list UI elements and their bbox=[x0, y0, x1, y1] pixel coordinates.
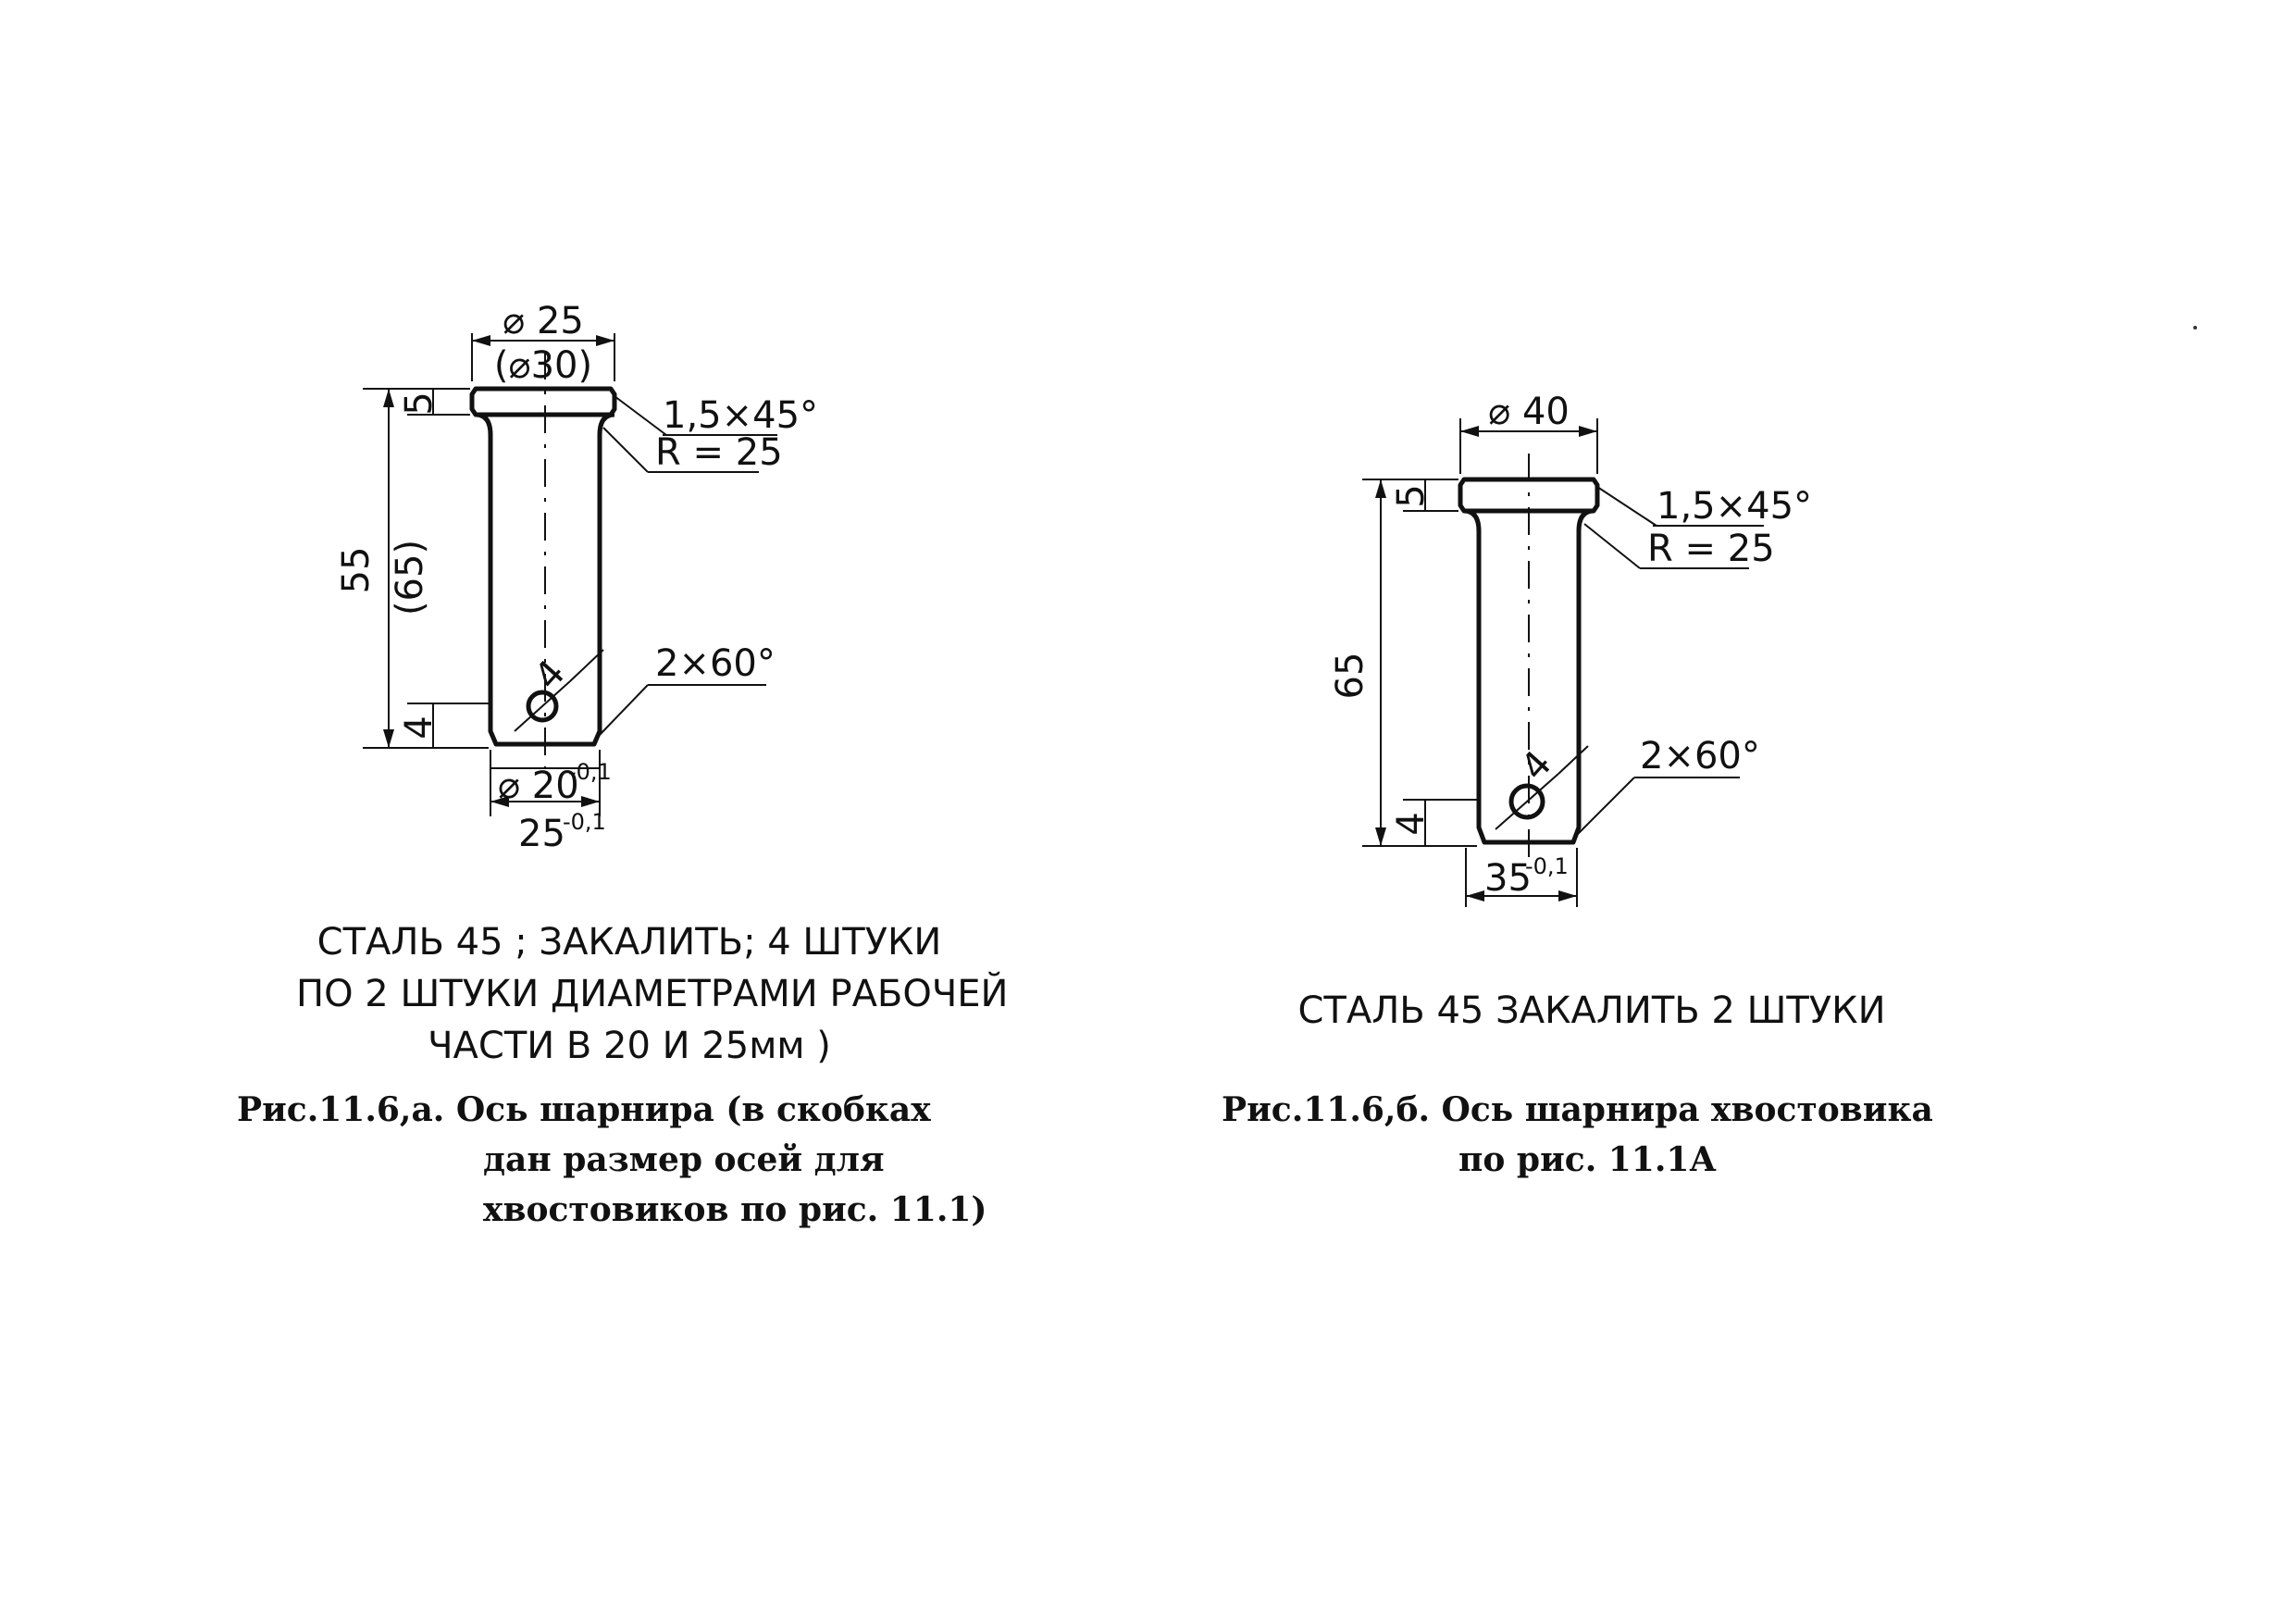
pin-a-caption: Рис.11.6,а. Ось шарнира (в скобках дан р… bbox=[237, 1085, 987, 1235]
scan-dot bbox=[2193, 326, 2197, 330]
pin-a-head bbox=[469, 386, 617, 417]
pin-b-caption-line-1: Ось шарнира хвостовика bbox=[1441, 1090, 1933, 1129]
pin-b-dim-shaft-dia-tol: -0,1 bbox=[1525, 853, 1569, 879]
pin-b-dim-hole-dia: 4 bbox=[1513, 742, 1560, 789]
pin-a-dim-shaft-dia-alt-tol: -0,1 bbox=[563, 809, 606, 835]
pin-b-dim-chamfer: 1,5×45° bbox=[1657, 485, 1812, 528]
pin-a-dim-shaft-dia: ⌀ 20 bbox=[498, 765, 579, 807]
pin-a-dim-chamfer: 1,5×45° bbox=[663, 394, 818, 437]
pin-a-note-line-2: ПО 2 ШТУКИ ДИАМЕТРАМИ РАБОЧЕЙ bbox=[296, 973, 1009, 1015]
pin-a-material-note: СТАЛЬ 45 ; ЗАКАЛИТЬ; 4 ШТУКИ ПО 2 ШТУКИ … bbox=[296, 916, 1009, 1072]
pin-b-caption-line-2: по рис. 11.1А bbox=[1458, 1140, 1717, 1179]
pin-b-dim-length: 65 bbox=[1329, 653, 1371, 700]
pin-a-hole-leader bbox=[514, 680, 571, 732]
pin-a-caption-line-2: дан размер осей для bbox=[483, 1140, 885, 1179]
pin-a-caption-label: Рис.11.6,а. bbox=[237, 1090, 445, 1129]
pin-a-dim-length: 55 bbox=[335, 547, 378, 594]
pin-b-hole bbox=[1508, 783, 1545, 820]
pin-b-hole-leader bbox=[1495, 773, 1559, 830]
pin-a-dim-end-chamfer: 2×60° bbox=[655, 642, 776, 685]
pin-a-caption-line-1: Ось шарнира (в скобках bbox=[455, 1090, 931, 1129]
pin-b-dim-hole-offset: 4 bbox=[1390, 812, 1433, 835]
pin-a-note-line-3: ЧАСТИ В 20 И 25мм ) bbox=[428, 1025, 831, 1067]
pin-a-hole bbox=[526, 690, 559, 723]
pin-a-note-line-1: СТАЛЬ 45 ; ЗАКАЛИТЬ; 4 ШТУКИ bbox=[316, 921, 942, 964]
pin-b-drawing: ⌀ 40 1,5×45° R = 25 5 65 4 4 2×60° bbox=[1329, 391, 1812, 907]
pin-a-dim-hole-offset: 4 bbox=[398, 715, 441, 739]
pin-a-caption-line-3: хвостовиков по рис. 11.1) bbox=[483, 1190, 987, 1229]
pin-b-dim-diameter-top: ⌀ 40 bbox=[1488, 391, 1570, 433]
pin-a-dim-hole-dia: 4 bbox=[527, 652, 574, 698]
pin-a-dim-diameter-top: ⌀ 25 bbox=[503, 300, 584, 342]
pin-a-dim-shaft-dia-alt: 25 bbox=[518, 813, 565, 855]
pin-b-dim-head-height: 5 bbox=[1390, 484, 1433, 507]
pin-a-drawing: ⌀ 25 (⌀30) 1,5×45° R = 25 5 55 (65) 4 4 bbox=[335, 300, 818, 855]
pin-b-dim-end-chamfer: 2×60° bbox=[1640, 735, 1760, 777]
pin-b-dim-shaft-dia: 35 bbox=[1484, 857, 1532, 900]
pin-a-dim-length-alt: (65) bbox=[389, 540, 431, 616]
pin-b-caption: Рис.11.6,б. Ось шарнира хвостовика по ри… bbox=[1222, 1085, 1933, 1185]
pin-a-dim-radius: R = 25 bbox=[655, 431, 783, 474]
pin-b-caption-label: Рис.11.6,б. bbox=[1222, 1090, 1430, 1129]
pin-b-dim-radius: R = 25 bbox=[1647, 528, 1775, 570]
pin-b-material-note: СТАЛЬ 45 ЗАКАЛИТЬ 2 ШТУКИ bbox=[1297, 989, 1886, 1032]
pin-a-dim-head-height: 5 bbox=[398, 392, 441, 415]
pin-a-dim-shaft-dia-tol: -0,1 bbox=[568, 759, 612, 785]
pin-a-dim-diameter-top-alt: (⌀30) bbox=[494, 344, 592, 387]
